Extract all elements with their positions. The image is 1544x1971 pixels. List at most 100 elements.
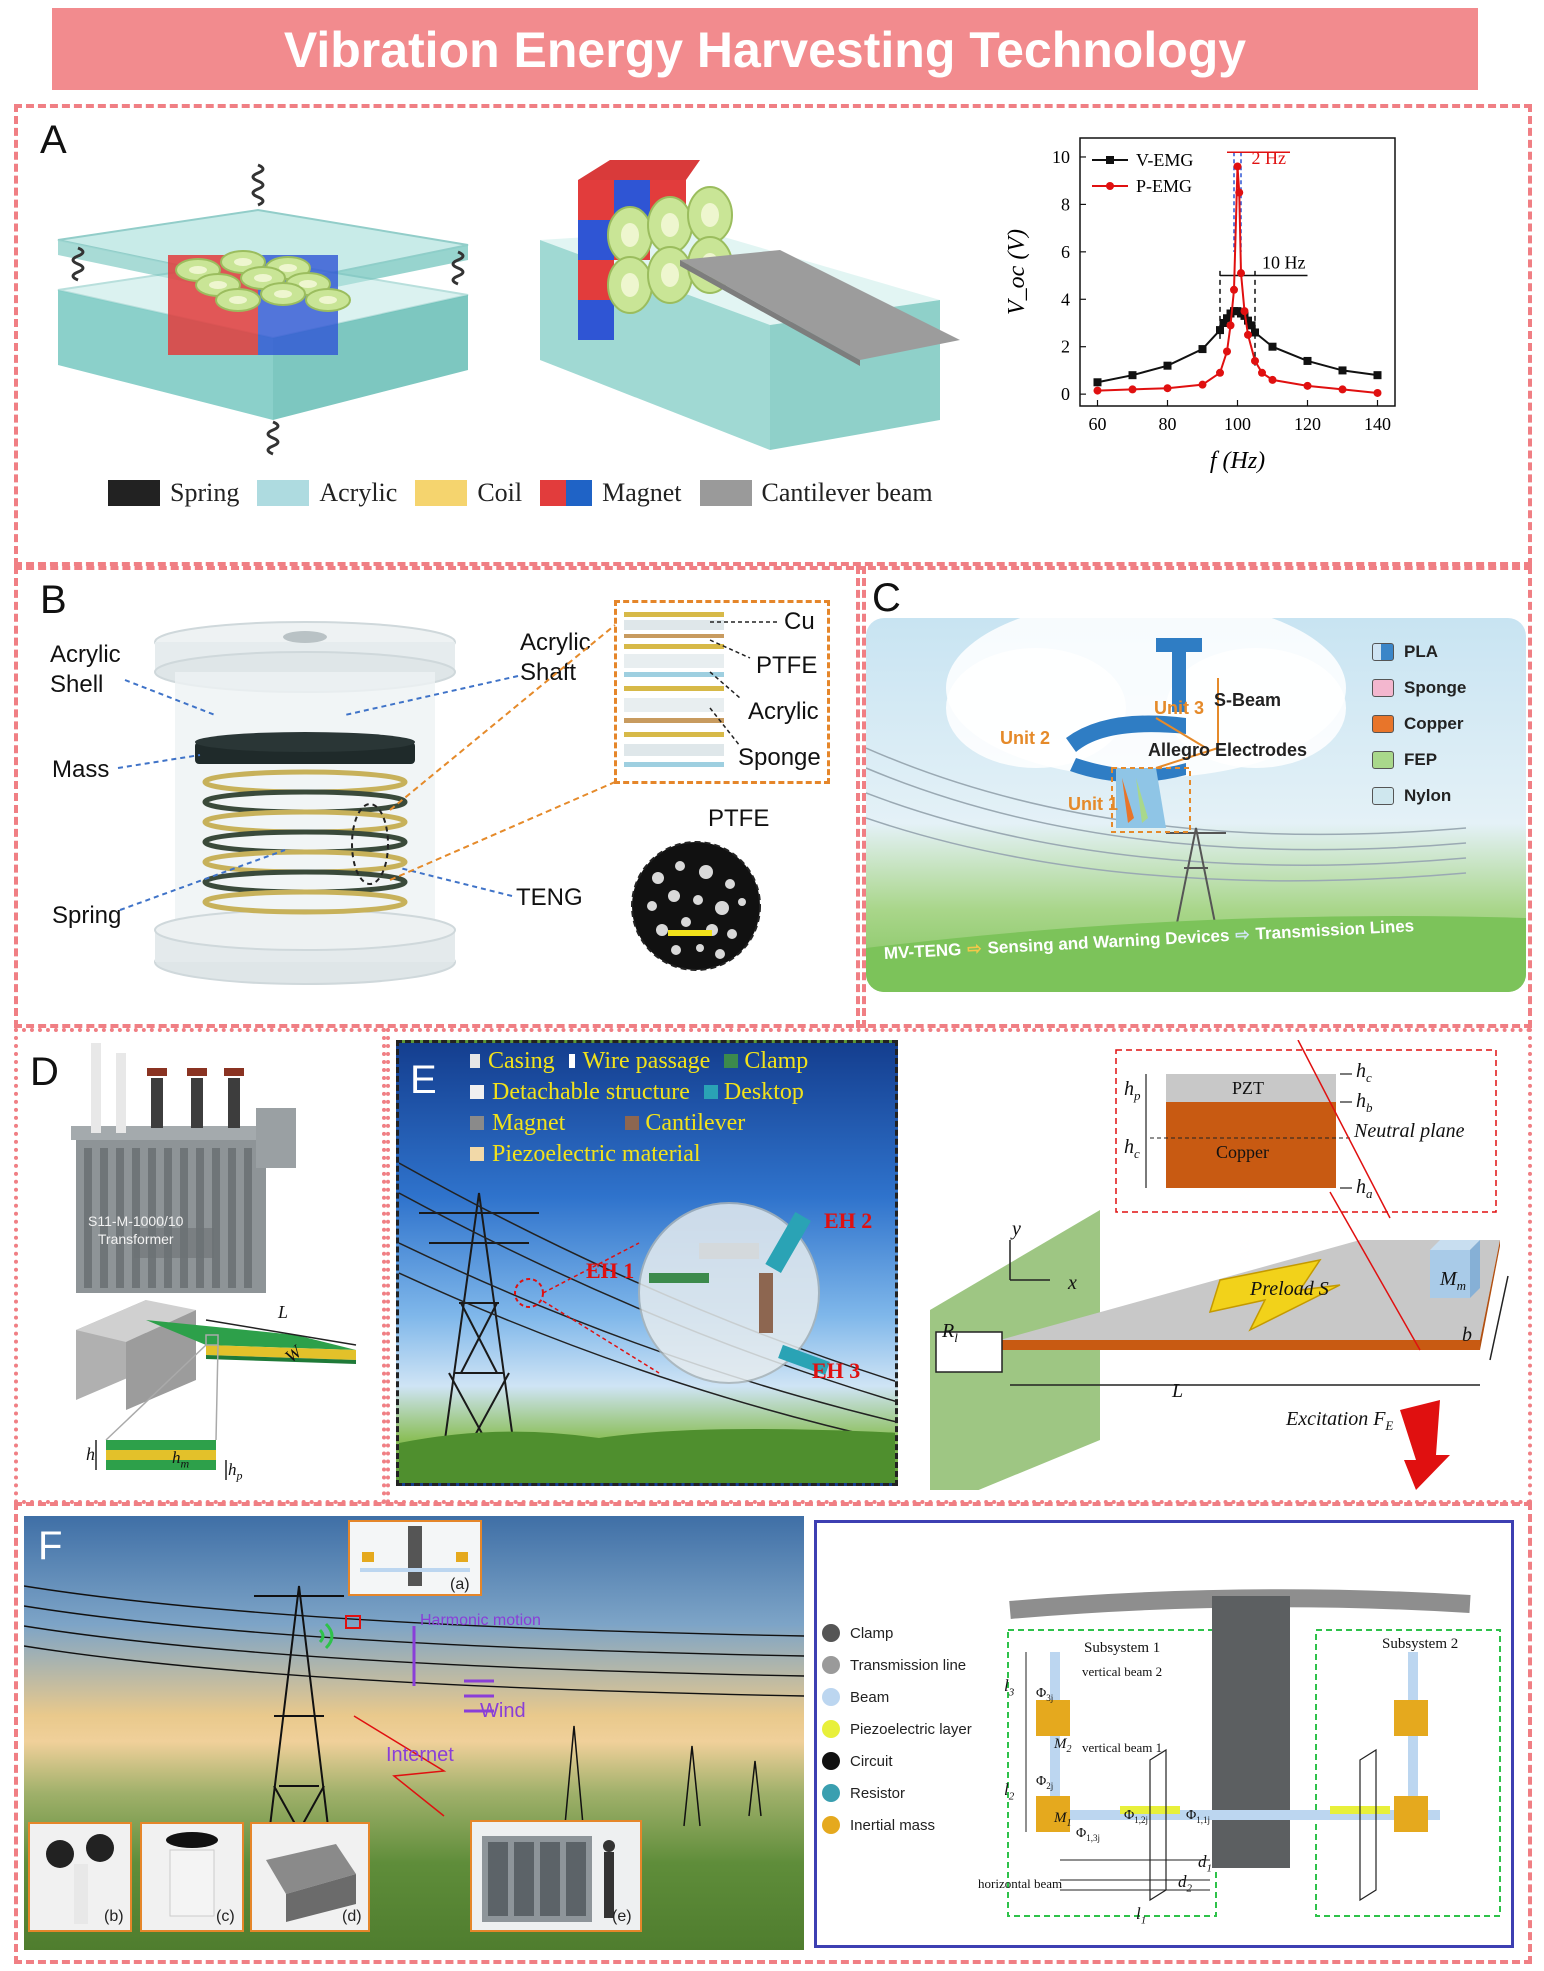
legend-label: Circuit [850,1752,893,1770]
x-tick-label: 80 [1159,414,1177,434]
transformer-illustration [71,1043,296,1293]
label-pzt: PZT [1232,1078,1265,1098]
legend-item-sponge: Sponge [1372,678,1466,698]
label-eh3: EH 3 [812,1358,861,1383]
e-legend-row-1: Casing Wire passage Clamp [470,1046,900,1077]
label-phi2j: Φ2j [1036,1774,1053,1791]
ha-sub: a [1366,1186,1373,1201]
data-point-p-emg [1093,386,1102,395]
label-spring: Spring [52,902,122,929]
detachable-swatch [470,1085,484,1099]
e-legend-row-4: Piezoelectric material [470,1139,900,1170]
label-phi11: Φ1,1j [1186,1808,1210,1825]
label-allegro: Allegro Electrodes [1148,740,1308,760]
data-point-p-emg [1373,388,1382,397]
label-m2: M2 [1054,1736,1072,1755]
data-point-v-emg [1247,321,1256,330]
panel-a-letter: A [40,118,67,162]
subsystem-diagram [1007,1589,1501,1917]
phi12-symbol: Φ [1124,1808,1135,1823]
excitation-sub: E [1385,1418,1394,1433]
piezo-dot [822,1720,840,1738]
label-rl: Rl [942,1320,958,1346]
label-inset-d: (d) [342,1908,362,1925]
hc-sub: c [1366,1070,1372,1085]
spring-swatch [108,480,160,506]
d2-sub: 2 [1186,1882,1193,1895]
legend-item-transmission-line: Transmission line [822,1656,972,1674]
panel-a-legend: Spring Acrylic Coil Magnet Cantilever be… [108,478,933,508]
x-tick-label: 60 [1089,414,1107,434]
legend-label: Casing [488,1048,555,1074]
cantilever-swatch [625,1116,640,1130]
label-b: b [1462,1324,1472,1346]
x-tick-label: 120 [1294,414,1321,434]
data-point-v-emg [1198,345,1207,354]
label-s-beam: S-Beam [1214,690,1282,710]
panel-a-spring-device [57,163,469,456]
legend-item-inertial-mass: Inertial mass [822,1816,972,1834]
l3-symbol: l [1004,1676,1009,1695]
annotation-2hz: 2 Hz [1252,148,1287,168]
d1-sub: 1 [1206,1862,1213,1875]
label-phi13j: Φ1,3j [1076,1826,1100,1843]
ptfe-micrograph [631,841,761,971]
legend-item-detachable: Detachable structure [470,1077,690,1108]
inset-a [348,1520,482,1596]
clamp-dot [822,1624,840,1642]
panel-c-frame [856,566,1532,1028]
label-d1: d1 [1198,1852,1212,1874]
hm-sub: m [180,1456,190,1471]
label-sponge: Sponge [738,744,821,771]
d2-symbol: d [1178,1872,1187,1891]
mm-sub: m [1456,1278,1467,1293]
label-l3: l3 [1004,1676,1014,1698]
legend-label: Desktop [723,1079,804,1105]
data-point-p-emg [1230,285,1238,294]
label-l1: l1 [1136,1904,1146,1926]
phi11-symbol: Φ [1186,1808,1197,1823]
y-tick-label: 2 [1061,337,1070,357]
legend-label: FEP [1404,750,1438,769]
label-cu: Cu [784,608,815,635]
label-teng: TENG [516,884,583,911]
phi11-sub: 1,1j [1196,1814,1210,1825]
m1-symbol: M [1054,1810,1067,1826]
label-vertical-beam-1: vertical beam 1 [1082,1740,1163,1755]
label-m1: M1 [1054,1810,1072,1829]
phi13j-sub: 1,3j [1086,1832,1100,1843]
legend-label: Magnet [602,478,682,507]
panel-c-letter: C [872,576,901,620]
s-beam-model [1066,638,1202,828]
data-point-v-emg [1223,314,1231,323]
legend-label: Piezoelectric material [492,1141,701,1167]
label-ptfe: PTFE [756,652,818,679]
legend-label: Clamp [850,1624,894,1642]
hb-sub: b [1366,1100,1373,1115]
label-d-hm: hm [172,1448,189,1471]
legend-marker [1106,182,1114,190]
data-point-v-emg [1128,371,1137,380]
e-legend-row-2: Detachable structure Desktop [470,1077,900,1108]
y-tick-label: 0 [1061,384,1070,404]
data-point-p-emg [1303,381,1312,390]
annotation-10hz: 10 Hz [1262,252,1306,272]
label-axis-x: x [1068,1272,1077,1294]
coil-swatch [415,480,468,506]
legend-item-cantilever: Cantilever [625,1108,745,1139]
data-point-v-emg [1219,318,1228,327]
series-line-p-emg [1097,166,1378,394]
label-acrylic-shaft: Acrylic Shaft [520,629,591,686]
rl-symbol: R [942,1320,955,1342]
label-l2: l2 [1004,1780,1014,1802]
data-point-p-emg [1258,368,1266,377]
legend-label: Copper [1404,714,1464,733]
label-unit1: Unit 1 [1068,794,1119,814]
label-acrylic: Acrylic [748,698,819,725]
data-point-p-emg [1226,321,1235,330]
legend-label: Coil [477,478,523,507]
legend-item-pla: PLA [1372,642,1466,662]
hp-symbol: h [1124,1078,1134,1100]
inset-e-cabinet [470,1820,642,1932]
hc-sub: c [1134,1146,1140,1161]
